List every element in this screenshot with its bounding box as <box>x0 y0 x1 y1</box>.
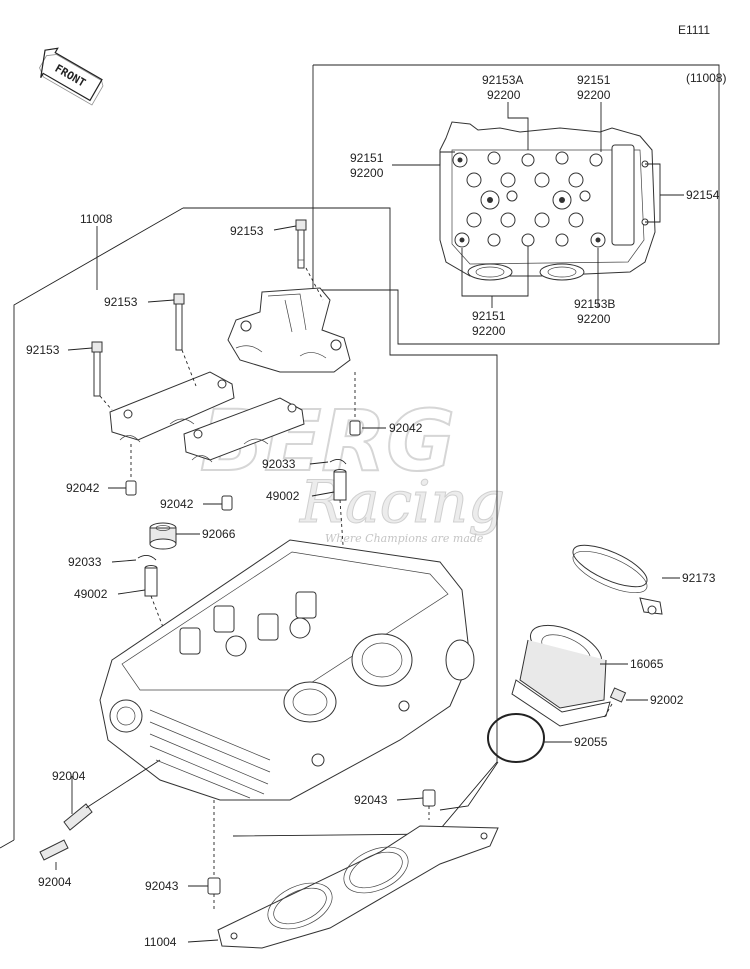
label-92004-a: 92004 <box>52 769 86 783</box>
guide-49002-left <box>144 565 169 641</box>
dowel-92043-left <box>207 800 221 912</box>
dowel-92042-mid <box>221 495 233 511</box>
label-92002: 92002 <box>650 693 684 707</box>
label-92043-right: 92043 <box>354 793 388 807</box>
label-inset-92200-a: 92200 <box>487 88 521 102</box>
label-92042-right: 92042 <box>389 421 423 435</box>
label-inset-92153B: 92153B <box>574 297 615 311</box>
watermark: BERG Racing Where Champions are made <box>199 391 506 545</box>
label-inset-92200-d: 92200 <box>472 324 506 338</box>
cam-cap-mid <box>183 397 305 463</box>
label-92066: 92066 <box>202 527 236 541</box>
clip-92033-right <box>329 459 347 465</box>
bolt-92153-left <box>91 341 113 411</box>
dowel-92042-left <box>125 444 137 496</box>
bolt-92153-mid <box>173 293 197 387</box>
inset-leader-lines <box>392 102 684 308</box>
label-inset-92151-b: 92151 <box>350 151 384 165</box>
stud-92004-b <box>39 839 69 861</box>
seal-92066 <box>149 522 177 550</box>
holder-16065 <box>511 624 611 727</box>
o-ring-92055 <box>439 713 545 811</box>
watermark-sub: Racing <box>299 468 505 536</box>
diagram-id: E1111 <box>678 23 710 37</box>
label-inset-92154: 92154 <box>686 188 720 202</box>
label-92033-left: 92033 <box>68 555 102 569</box>
inset-head-top-view <box>439 121 656 281</box>
label-inset-92200-e: 92200 <box>577 312 611 326</box>
label-inset-92200-c: 92200 <box>350 166 384 180</box>
reference-labels: 11008 92153 92153 92153 92042 92033 4900… <box>26 73 720 949</box>
label-92033-right: 92033 <box>262 457 296 471</box>
clip-92033-left <box>137 555 157 561</box>
front-arrow-icon: FRONT <box>39 47 104 106</box>
label-92042-left: 92042 <box>66 481 100 495</box>
dowel-92042-right <box>349 372 361 436</box>
cylinder-head <box>99 539 475 801</box>
label-92042-mid: 92042 <box>160 497 194 511</box>
label-92004-b: 92004 <box>38 875 72 889</box>
cam-cap-right <box>227 287 351 373</box>
label-inset-92153A: 92153A <box>482 73 523 87</box>
label-92043-left: 92043 <box>145 879 179 893</box>
leader-lines <box>55 225 680 943</box>
label-92173: 92173 <box>682 571 716 585</box>
clamp-92173 <box>572 544 663 615</box>
label-92153-mid: 92153 <box>104 295 138 309</box>
label-inset-92200-b: 92200 <box>577 88 611 102</box>
cam-cap-left <box>109 371 235 443</box>
dowel-92043-right <box>422 789 436 820</box>
label-11004: 11004 <box>144 935 177 949</box>
label-inset-92151-c: 92151 <box>472 309 506 323</box>
bolt-92153-top <box>295 219 324 301</box>
watermark-tagline: Where Champions are made <box>325 532 484 545</box>
screw-92002 <box>603 687 627 719</box>
label-16065: 16065 <box>630 657 664 671</box>
head-gasket-11004 <box>217 825 499 949</box>
label-92055: 92055 <box>574 735 608 749</box>
inset-ref: (11008) <box>686 71 726 85</box>
label-11008: 11008 <box>80 212 113 226</box>
label-inset-92151-a: 92151 <box>577 73 611 87</box>
label-49002-right: 49002 <box>266 489 300 503</box>
label-92153-left: 92153 <box>26 343 60 357</box>
label-92153-top: 92153 <box>230 224 264 238</box>
stud-92004-a <box>63 759 161 831</box>
label-49002-left: 49002 <box>74 587 108 601</box>
